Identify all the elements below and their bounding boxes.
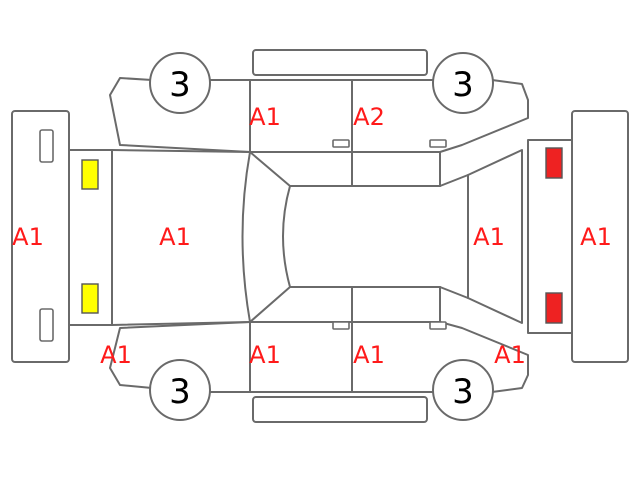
door-handle-bottom-front — [332, 321, 350, 330]
fog-lamp-top — [81, 159, 99, 190]
tail-lamp-bottom — [545, 292, 563, 324]
door-handle-top-rear — [429, 139, 447, 148]
tire-rear-right: 3 — [432, 359, 494, 421]
grade-front-bumper: A1 — [12, 223, 44, 251]
tire-front-right-grade: 3 — [169, 372, 191, 412]
tire-front-left-grade: 3 — [169, 65, 191, 105]
door-handle-top-front — [332, 139, 350, 148]
top-side-body — [109, 77, 529, 187]
front-bumper-vent-top — [39, 129, 54, 163]
grade-rear-door-right: A2 — [353, 103, 385, 131]
front-bumper — [11, 110, 70, 363]
rear-bumper — [571, 110, 629, 363]
rear-window — [467, 149, 523, 324]
hood-panel — [111, 149, 251, 326]
grade-rear-door-left: A1 — [353, 341, 385, 369]
door-handle-bottom-rear — [429, 321, 447, 330]
grade-roof: A1 — [473, 223, 505, 251]
side-skirt-top — [252, 49, 428, 76]
grade-front-fender-left: A1 — [100, 341, 132, 369]
fog-lamp-bottom — [81, 283, 99, 314]
grade-hood: A1 — [159, 223, 191, 251]
grade-rear-bumper: A1 — [580, 223, 612, 251]
front-bumper-vent-bottom — [39, 308, 54, 342]
side-skirt-bottom — [252, 396, 428, 423]
grade-front-door-left: A1 — [249, 341, 281, 369]
tire-rear-left-grade: 3 — [452, 65, 474, 105]
tire-front-left: 3 — [149, 52, 211, 114]
tire-rear-right-grade: 3 — [452, 372, 474, 412]
tail-lamp-top — [545, 147, 563, 179]
front-panel — [68, 149, 113, 326]
cabin — [249, 151, 469, 323]
bottom-side-body — [109, 286, 529, 393]
grade-rear-quarter-left: A1 — [494, 341, 526, 369]
tire-front-right: 3 — [149, 359, 211, 421]
rear-panel — [527, 139, 573, 334]
tire-rear-left: 3 — [432, 52, 494, 114]
grade-front-door-right: A1 — [249, 103, 281, 131]
